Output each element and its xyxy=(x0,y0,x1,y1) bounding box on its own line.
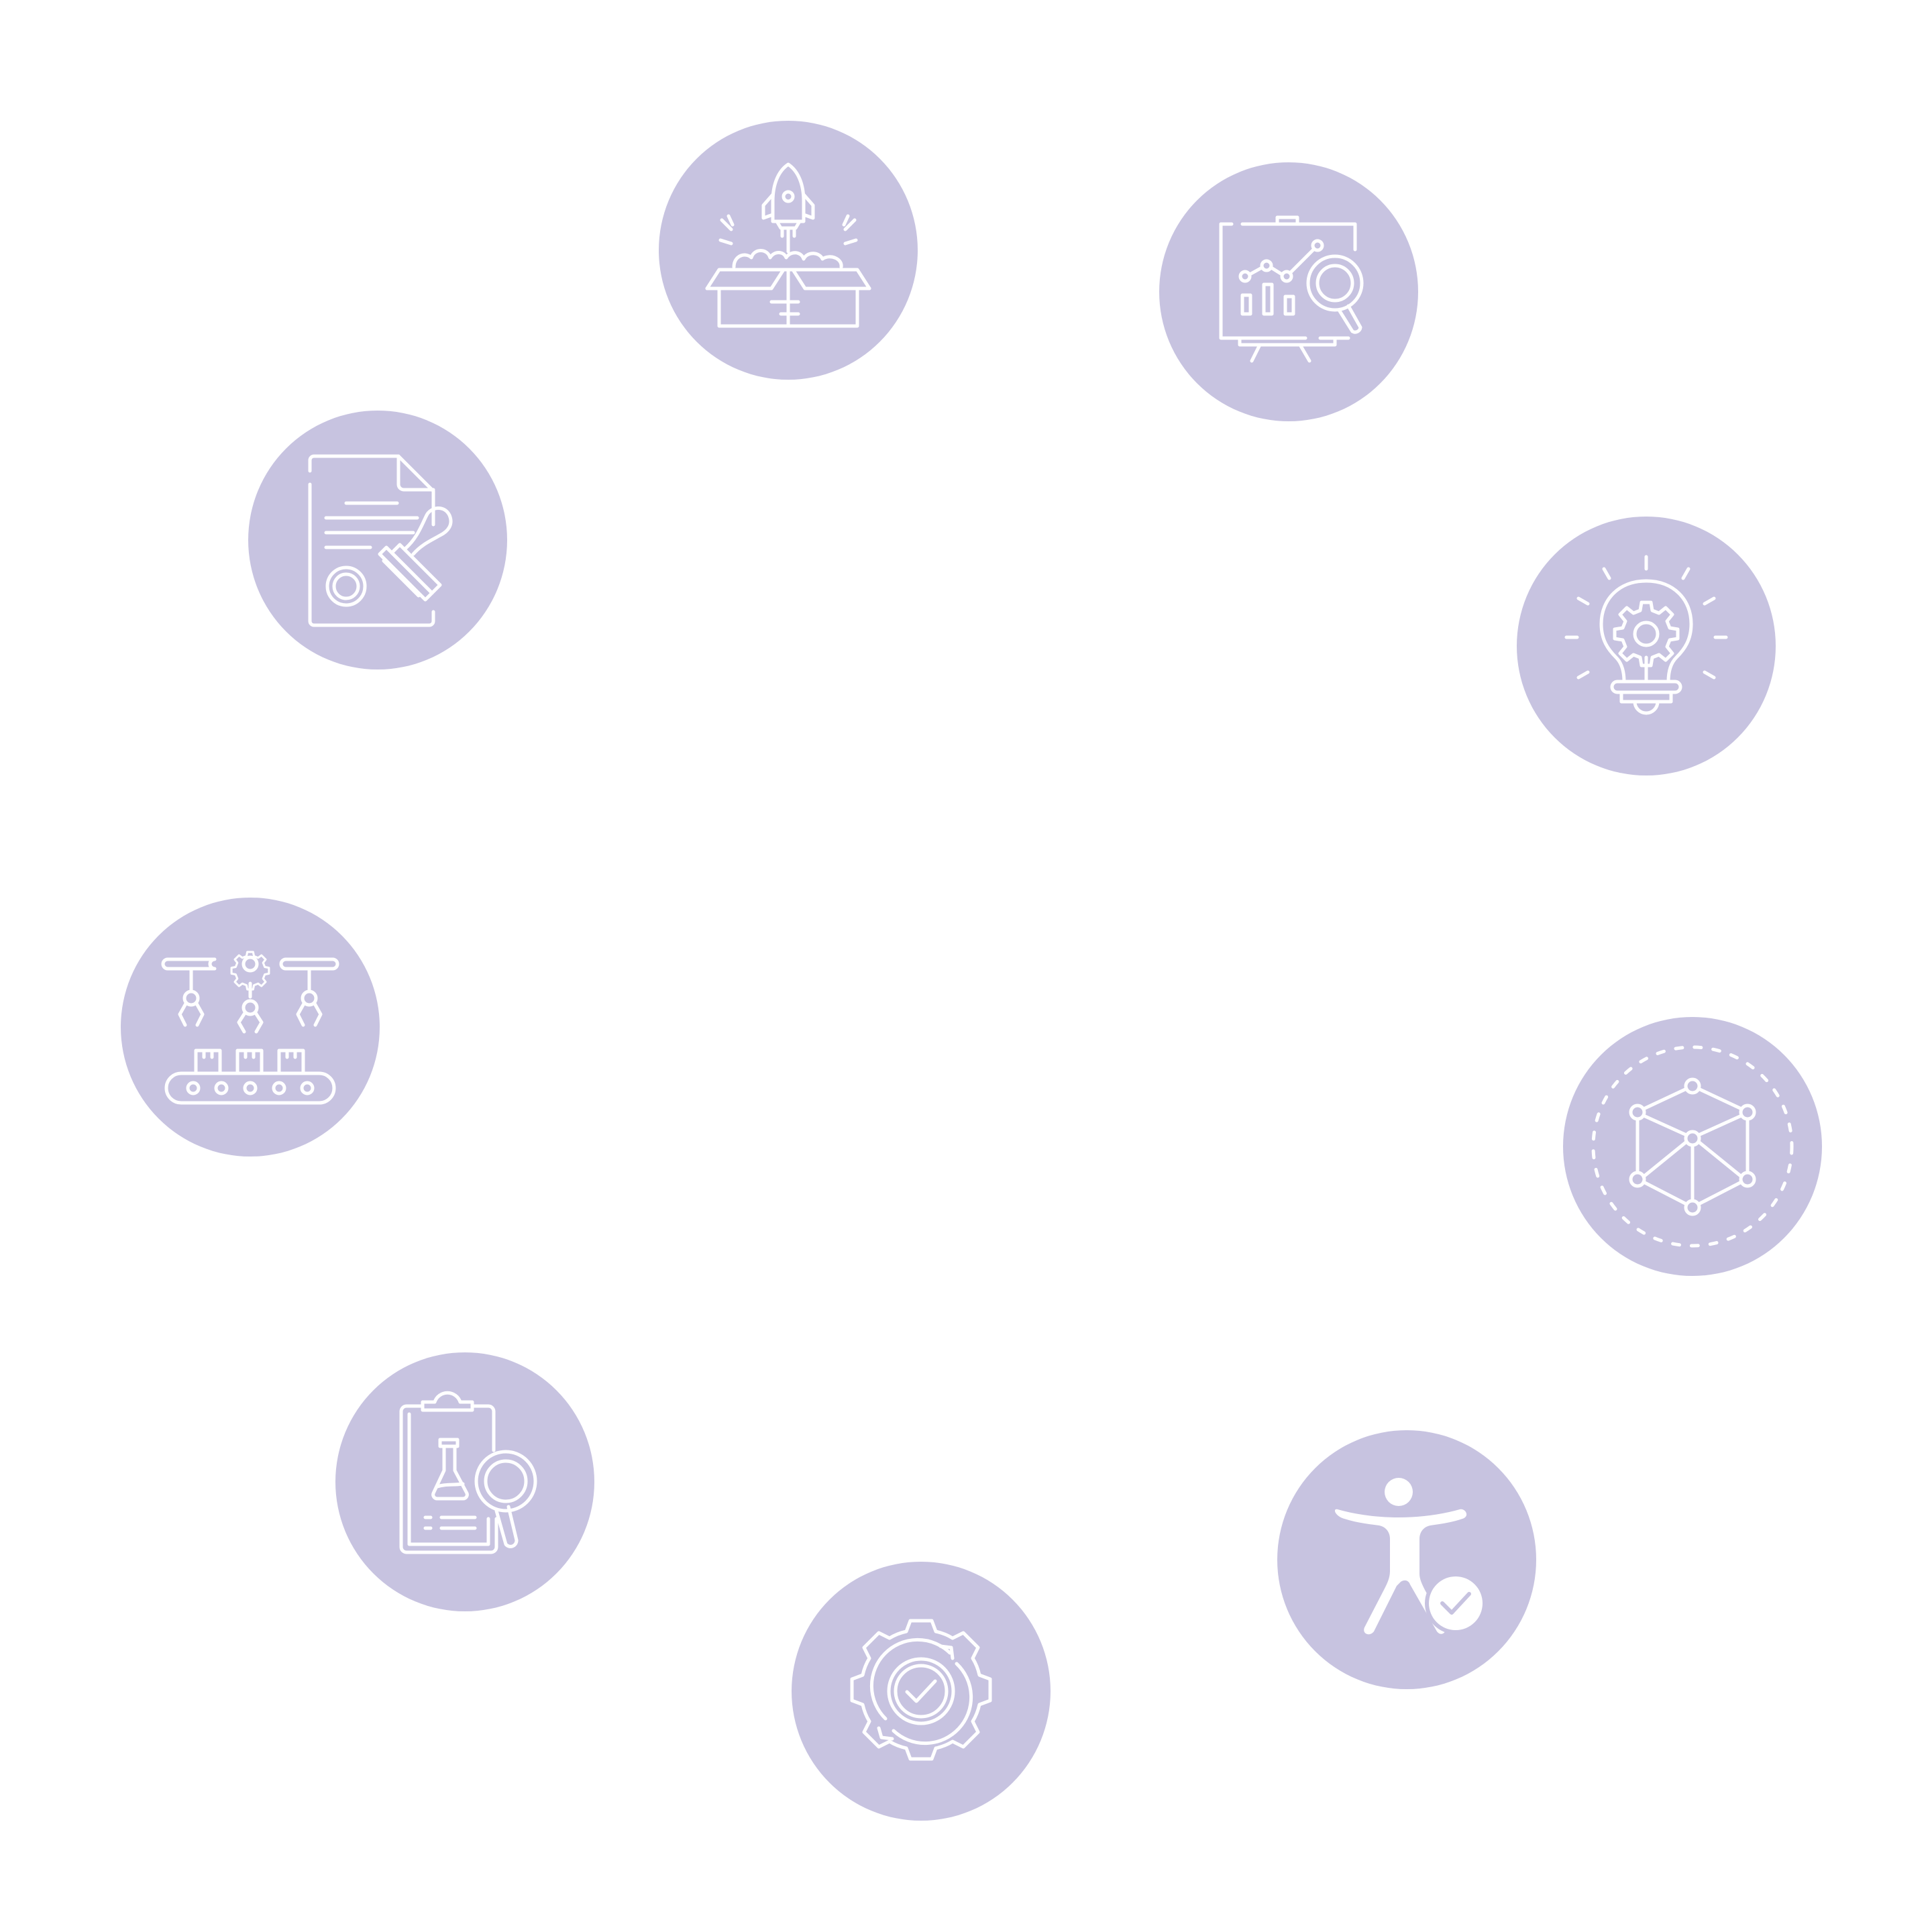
presentation-chart-magnifier-icon xyxy=(1219,215,1364,363)
conveyor-robot-arms-icon xyxy=(161,951,339,1105)
node-quality-gear xyxy=(792,1562,1051,1821)
node-accessibility-check xyxy=(1277,1430,1536,1689)
document-stamp-icon xyxy=(308,454,453,627)
accessibility-check-icon xyxy=(1334,1478,1487,1635)
node-lab-inspection xyxy=(335,1352,594,1611)
clipboard-flask-magnifier-icon xyxy=(399,1391,537,1554)
node-document-approval xyxy=(248,411,507,669)
cube-network-icon xyxy=(1591,1045,1794,1248)
node-network-3d xyxy=(1563,1017,1822,1276)
rocket-box-icon xyxy=(705,162,871,328)
node-data-analysis xyxy=(1159,162,1418,421)
lightbulb-gear-icon xyxy=(1564,555,1728,715)
gear-check-icon xyxy=(850,1619,992,1761)
node-automation-line xyxy=(121,898,380,1157)
node-innovation xyxy=(1517,517,1776,775)
node-product-launch xyxy=(659,121,918,380)
